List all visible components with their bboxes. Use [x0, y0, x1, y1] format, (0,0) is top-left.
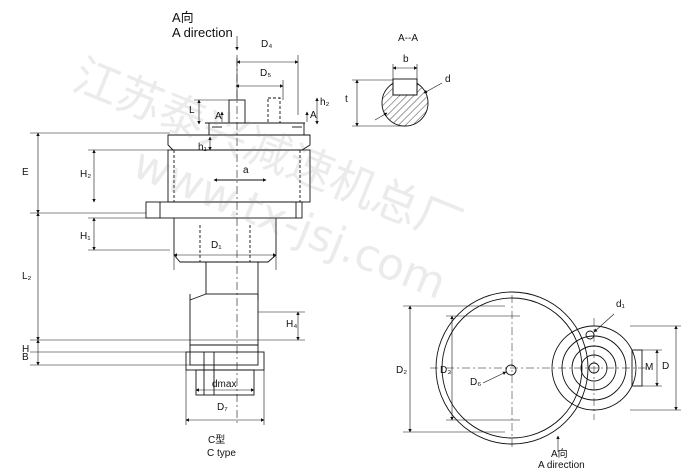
label-d1: d₁: [616, 299, 625, 310]
label-L: L: [189, 105, 195, 116]
label-H2: H₂: [80, 169, 92, 180]
top-title-en: A direction: [172, 25, 233, 40]
bottom-left-title-cn: C型: [208, 435, 226, 446]
section-title: A--A: [398, 33, 418, 44]
label-D7: D₇: [217, 402, 228, 413]
label-H1: H₁: [80, 231, 91, 242]
label-D3: D₃: [440, 365, 452, 376]
label-D4: D₄: [261, 39, 273, 50]
label-D: D: [662, 361, 670, 372]
bottom-right-title-cn: A向: [551, 449, 568, 460]
label-L2: L₂: [22, 271, 32, 282]
section-a-a: [352, 64, 443, 127]
label-a: a: [243, 165, 249, 176]
label-D2: D₂: [396, 365, 408, 376]
label-H4: H₄: [286, 319, 298, 330]
plan-view: [430, 291, 650, 450]
label-h2: h₂: [320, 97, 330, 108]
label-D6: D₆: [470, 377, 482, 388]
label-A-left: A: [215, 111, 222, 122]
label-E: E: [22, 167, 29, 178]
label-b: b: [403, 54, 409, 65]
label-D5: D₅: [260, 68, 272, 79]
label-dmax: dmax: [212, 379, 237, 390]
label-A-right: A: [310, 110, 317, 121]
plan-view-dimensions: [403, 305, 681, 452]
label-M: M: [645, 362, 654, 373]
front-view-dimensions: [30, 36, 319, 425]
bottom-left-title-en: C type: [207, 448, 236, 459]
bottom-right-title-en: A direction: [538, 460, 585, 471]
label-B: B: [22, 352, 29, 363]
label-H: H: [22, 344, 30, 355]
label-h1: h₁: [198, 142, 207, 153]
label-D1: D₁: [211, 240, 222, 251]
label-d: d: [445, 74, 451, 85]
top-title-cn: A向: [172, 10, 194, 25]
label-t: t: [345, 94, 348, 105]
